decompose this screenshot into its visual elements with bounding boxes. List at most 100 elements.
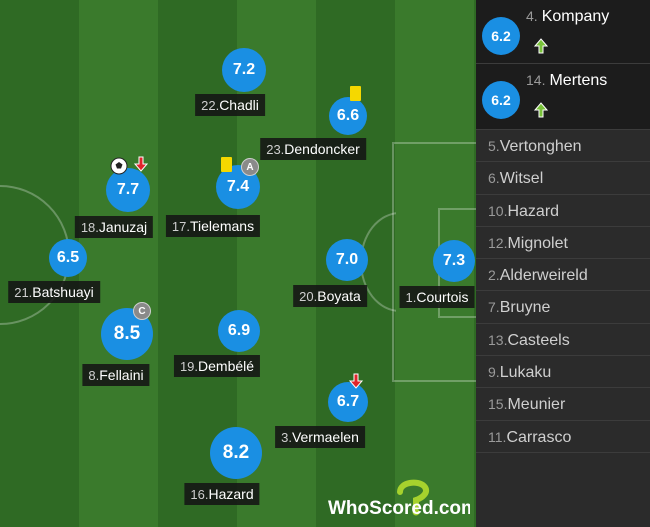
sub-on-arrow-icon: [533, 102, 549, 123]
bench-row[interactable]: 11.Carrasco: [476, 421, 650, 453]
player-name-box[interactable]: 23.Dendoncker: [260, 138, 366, 160]
yellow-card-icon: [221, 157, 232, 172]
bench-number: 6.: [488, 170, 500, 187]
logo-scored: Scored: [369, 498, 433, 519]
yellow-card-shape: [350, 86, 361, 101]
bench-number: 5.: [488, 138, 500, 154]
player-name: Tielemans: [190, 218, 255, 234]
bench-player-name: Vertonghen: [499, 138, 582, 155]
logo-dotcom: .com: [434, 498, 470, 519]
player-rating-bubble[interactable]: 6.9: [218, 310, 260, 352]
player-rating-bubble[interactable]: 6.5: [49, 239, 87, 277]
player-rating-bubble[interactable]: 7.7: [106, 168, 150, 212]
assist-badge-letter: A: [241, 158, 259, 176]
bench-row[interactable]: 2.Alderweireld: [476, 259, 650, 292]
red-down-arrow-icon: [133, 156, 149, 172]
bench-player-name: Hazard: [507, 202, 560, 220]
player-rating-bubble[interactable]: 7.3: [433, 240, 475, 282]
bench-player-name: Lukaku: [499, 364, 552, 382]
sub-player-name: Mertens: [549, 72, 608, 89]
bench-row[interactable]: 9.Lukaku: [476, 356, 650, 389]
player-name: Januzaj: [98, 219, 148, 235]
player-number: 21.: [14, 285, 33, 300]
bench-number: 9.: [488, 364, 500, 381]
goal-icon: [110, 157, 128, 180]
sub-player-name: Kompany: [541, 8, 610, 25]
sub-rating-bubble[interactable]: 6.2: [482, 17, 520, 55]
bench-row[interactable]: 6.Witsel: [476, 162, 650, 195]
player-name: Chadli: [219, 97, 259, 113]
bench-row[interactable]: 5.Vertonghen: [476, 130, 650, 163]
bench-number: 2.: [488, 267, 500, 284]
player-name-box[interactable]: 8.Fellaini: [82, 364, 150, 386]
logo-who: Who: [328, 498, 369, 519]
goal-ball-icon: [110, 157, 128, 175]
player-number: 8.: [88, 368, 100, 383]
assist-badge-icon: A: [241, 158, 259, 176]
pitch-stripe: [79, 0, 158, 527]
player-rating-bubble[interactable]: 8.2: [210, 427, 262, 479]
green-up-arrow-icon: [533, 102, 549, 118]
sub-rating-bubble[interactable]: 6.2: [482, 81, 520, 119]
bench-number: 12.: [488, 234, 508, 251]
sub-number: 14.: [526, 72, 546, 88]
bench-player-name: Alderweireld: [499, 267, 588, 285]
sub-row-mertens[interactable]: 6.2 14.Mertens: [476, 64, 650, 130]
bench-row[interactable]: 10.Hazard: [476, 195, 650, 227]
player-name-box[interactable]: 22.Chadli: [195, 94, 265, 116]
bench-number: 11.: [488, 428, 507, 445]
bench-row[interactable]: 13.Casteels: [476, 324, 650, 357]
bench-player-name: Bruyne: [499, 299, 551, 317]
pitch-stripe: [474, 0, 476, 527]
player-name-box[interactable]: 3.Vermaelen: [275, 426, 365, 448]
bench-player-name: Witsel: [499, 170, 544, 188]
player-number: 3.: [281, 430, 292, 445]
player-rating-bubble[interactable]: 7.2: [222, 48, 266, 92]
player-name: Vermaelen: [291, 429, 359, 445]
player-number: 1.: [405, 290, 417, 305]
bench-player-name: Meunier: [507, 396, 566, 414]
player-name: Fellaini: [99, 367, 144, 383]
bench-player-name: Mignolet: [507, 234, 568, 252]
player-name-box[interactable]: 20.Boyata: [293, 285, 367, 307]
green-up-arrow-icon: [533, 38, 549, 54]
yellow-card-icon: [350, 86, 361, 101]
sub-name: 4.Kompany: [526, 8, 609, 26]
player-name: Dendoncker: [284, 141, 360, 157]
player-name-box[interactable]: 1.Courtois: [399, 286, 475, 308]
player-name-box[interactable]: 16.Hazard: [184, 483, 260, 505]
sub-row-kompany[interactable]: 6.2 4.Kompany: [476, 0, 650, 64]
player-name-box[interactable]: 18.Januzaj: [74, 216, 154, 238]
sub-off-arrow-icon: [348, 373, 364, 394]
player-rating-bubble[interactable]: 7.0: [326, 239, 368, 281]
bench-player-name: Casteels: [507, 331, 570, 349]
captain-badge-letter: C: [133, 302, 151, 320]
sub-off-arrow-icon: [133, 156, 149, 177]
player-name: Hazard: [208, 486, 254, 502]
player-rating-bubble[interactable]: 6.6: [329, 97, 367, 135]
yellow-card-shape: [221, 157, 232, 172]
player-name: Batshuayi: [32, 284, 94, 300]
player-name-box[interactable]: 19.Dembélé: [173, 355, 261, 377]
bench-number: 13.: [488, 331, 508, 348]
bench-number: 15.: [488, 396, 508, 413]
whoscored-logo-mark: WhoScored.com: [328, 479, 478, 519]
player-number: 18.: [80, 220, 99, 235]
bench-row[interactable]: 15.Meunier: [476, 388, 650, 421]
player-name-box[interactable]: 17.Tielemans: [165, 215, 261, 237]
sub-on-arrow-icon: [533, 38, 549, 59]
player-number: 16.: [190, 487, 209, 502]
player-name: Dembélé: [198, 358, 255, 374]
bench-row[interactable]: 7.Bruyne: [476, 291, 650, 324]
bench-row[interactable]: 12.Mignolet: [476, 227, 650, 260]
whoscored-logo: WhoScored.com: [326, 478, 478, 520]
bench-number: 7.: [488, 299, 500, 316]
captain-badge-icon: C: [133, 302, 151, 320]
player-name-box[interactable]: 21.Batshuayi: [8, 281, 100, 303]
player-number: 22.: [201, 98, 220, 113]
player-number: 23.: [266, 142, 285, 157]
player-rating-bubble[interactable]: 6.7: [328, 382, 368, 422]
